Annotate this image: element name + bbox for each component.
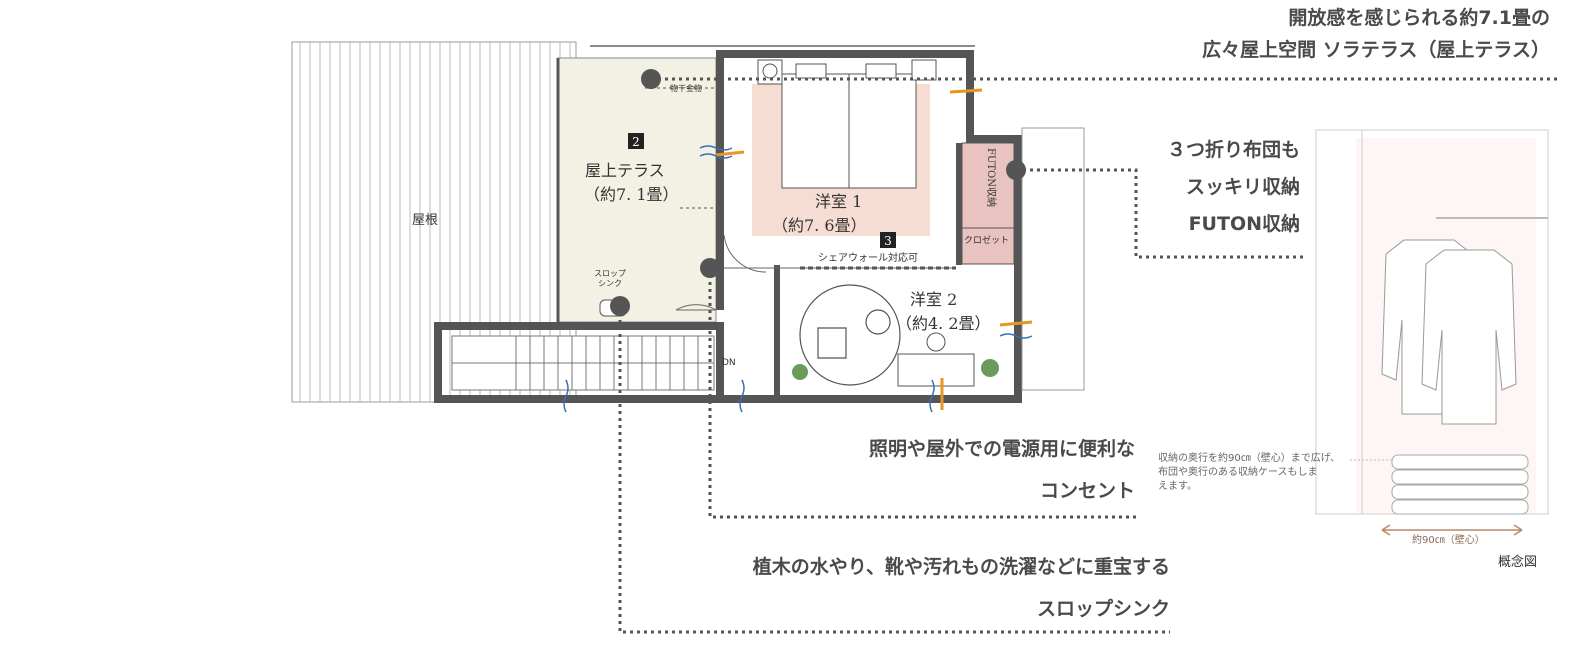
bedroom1-size: （約7. 6畳） xyxy=(772,216,867,235)
concept-caption: 概念図 xyxy=(1498,555,1538,570)
window-airflow xyxy=(563,145,1033,413)
terrace-marker[interactable] xyxy=(641,69,661,89)
outlet-callout: 照明や屋外での電源用に便利な コンセント xyxy=(869,428,1135,512)
closet-area xyxy=(961,227,1015,265)
terrace-callout: 開放感を感じられる約7.1畳の 広々屋上空間 ソラテラス（屋上テラス） xyxy=(1202,2,1550,66)
outlet-callout-line2: コンセント xyxy=(1039,480,1135,502)
futon-callout-line1: ３つ折り布団も xyxy=(1166,139,1300,161)
concept-note-line1: 収納の奥行を約90㎝（壁心）まで広げ、 xyxy=(1158,453,1341,464)
futon-callout-line3: FUTON収納 xyxy=(1188,213,1300,235)
bedroom1-name: 洋室 1 xyxy=(815,192,862,211)
concept-note-line3: えます。 xyxy=(1158,481,1197,492)
roof-label: 屋根 xyxy=(412,213,438,228)
bedroom2-size: （約4. 2畳） xyxy=(896,314,991,333)
terrace-size: （約7. 1畳） xyxy=(584,185,679,204)
concept-note: 収納の奥行を約90㎝（壁心）まで広げ、 布団や奥行のある収納ケースもしま えます… xyxy=(1158,452,1340,494)
terrace-area xyxy=(557,57,717,323)
desk xyxy=(897,353,975,387)
leader-lines xyxy=(618,77,1560,634)
staircase xyxy=(451,335,715,391)
sink-callout-line1: 植木の水やり、靴や汚れもの洗濯などに重宝する xyxy=(752,556,1170,578)
closet-label: クロゼット xyxy=(964,234,1009,246)
armchair xyxy=(817,327,847,359)
terrace-name: 屋上テラス xyxy=(585,161,665,180)
round-rug xyxy=(799,284,901,386)
bedroom2-name: 洋室 2 xyxy=(910,290,957,309)
terrace-badge-box xyxy=(628,133,644,149)
sink-callout: 植木の水やり、靴や汚れもの洗濯などに重宝する スロップシンク xyxy=(753,546,1170,630)
terrace-badge: 2 xyxy=(632,135,640,149)
share-wall-label: シェアウォール対応可 xyxy=(818,251,918,264)
futon-storage-label: FUTON収納 xyxy=(985,148,998,207)
stair-dn: DN xyxy=(722,358,736,368)
outlet-callout-line1: 照明や屋外での電源用に便利な xyxy=(868,438,1135,460)
sink-label-1: スロップ xyxy=(594,269,626,278)
share-badge-box xyxy=(880,232,896,248)
concept-depth: 約90㎝（壁心） xyxy=(1412,535,1485,546)
outlet-marker[interactable] xyxy=(700,258,720,278)
sink-label-2: シンク xyxy=(598,279,622,288)
terrace-callout-line1: 開放感を感じられる約7.1畳の xyxy=(1288,7,1550,29)
sink-callout-line2: スロップシンク xyxy=(1036,598,1170,620)
futon-callout: ３つ折り布団も スッキリ収納 FUTON収納 xyxy=(1167,132,1300,243)
terrace-callout-line2: 広々屋上空間 ソラテラス（屋上テラス） xyxy=(1202,39,1550,61)
window-accents xyxy=(715,88,1033,410)
plant-icon xyxy=(792,359,999,380)
walls xyxy=(434,50,1022,403)
futon-callout-line2: スッキリ収納 xyxy=(1185,176,1300,198)
folded-futon-icon xyxy=(1391,454,1529,515)
sink-marker[interactable] xyxy=(610,296,630,316)
laundry-hardware-label: 物干金物 xyxy=(670,83,702,93)
callout-markers xyxy=(610,69,1026,316)
futon-marker[interactable] xyxy=(1006,160,1026,180)
concept-note-line2: 布団や奥行のある収納ケースもしま xyxy=(1158,467,1318,478)
coat-icon xyxy=(1381,239,1517,425)
concept-illustration xyxy=(1315,129,1549,536)
share-badge: 3 xyxy=(884,234,892,248)
